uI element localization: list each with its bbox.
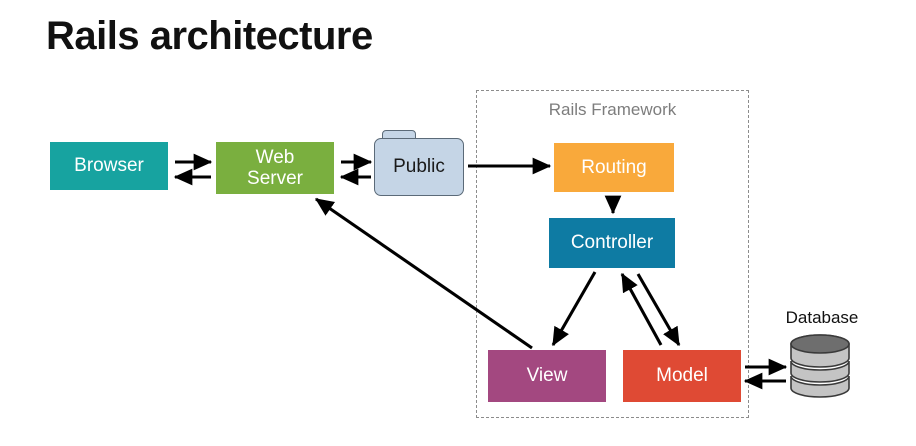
node-model-label: Model — [656, 365, 708, 387]
node-routing[interactable]: Routing — [554, 143, 674, 192]
node-view[interactable]: View — [488, 350, 606, 402]
node-view-label: View — [526, 365, 568, 387]
database-cylinder-icon[interactable] — [789, 330, 851, 402]
page-title: Rails architecture — [46, 14, 373, 58]
node-controller[interactable]: Controller — [549, 218, 675, 268]
node-controller-label: Controller — [570, 232, 654, 254]
node-web-server[interactable]: Web Server — [216, 142, 334, 194]
node-web-server-label: Web Server — [247, 147, 303, 190]
node-routing-label: Routing — [581, 156, 647, 178]
node-database-label: Database — [785, 308, 859, 327]
node-browser-label: Browser — [74, 155, 144, 177]
node-public-label: Public — [393, 156, 445, 177]
node-web-server-label-line2: Server — [247, 168, 303, 189]
node-public[interactable]: Public — [374, 130, 464, 196]
rails-framework-label: Rails Framework — [548, 100, 677, 119]
node-browser[interactable]: Browser — [50, 142, 168, 190]
node-public-body: Public — [374, 138, 464, 196]
node-model[interactable]: Model — [623, 350, 741, 402]
node-web-server-label-line1: Web — [255, 146, 295, 168]
